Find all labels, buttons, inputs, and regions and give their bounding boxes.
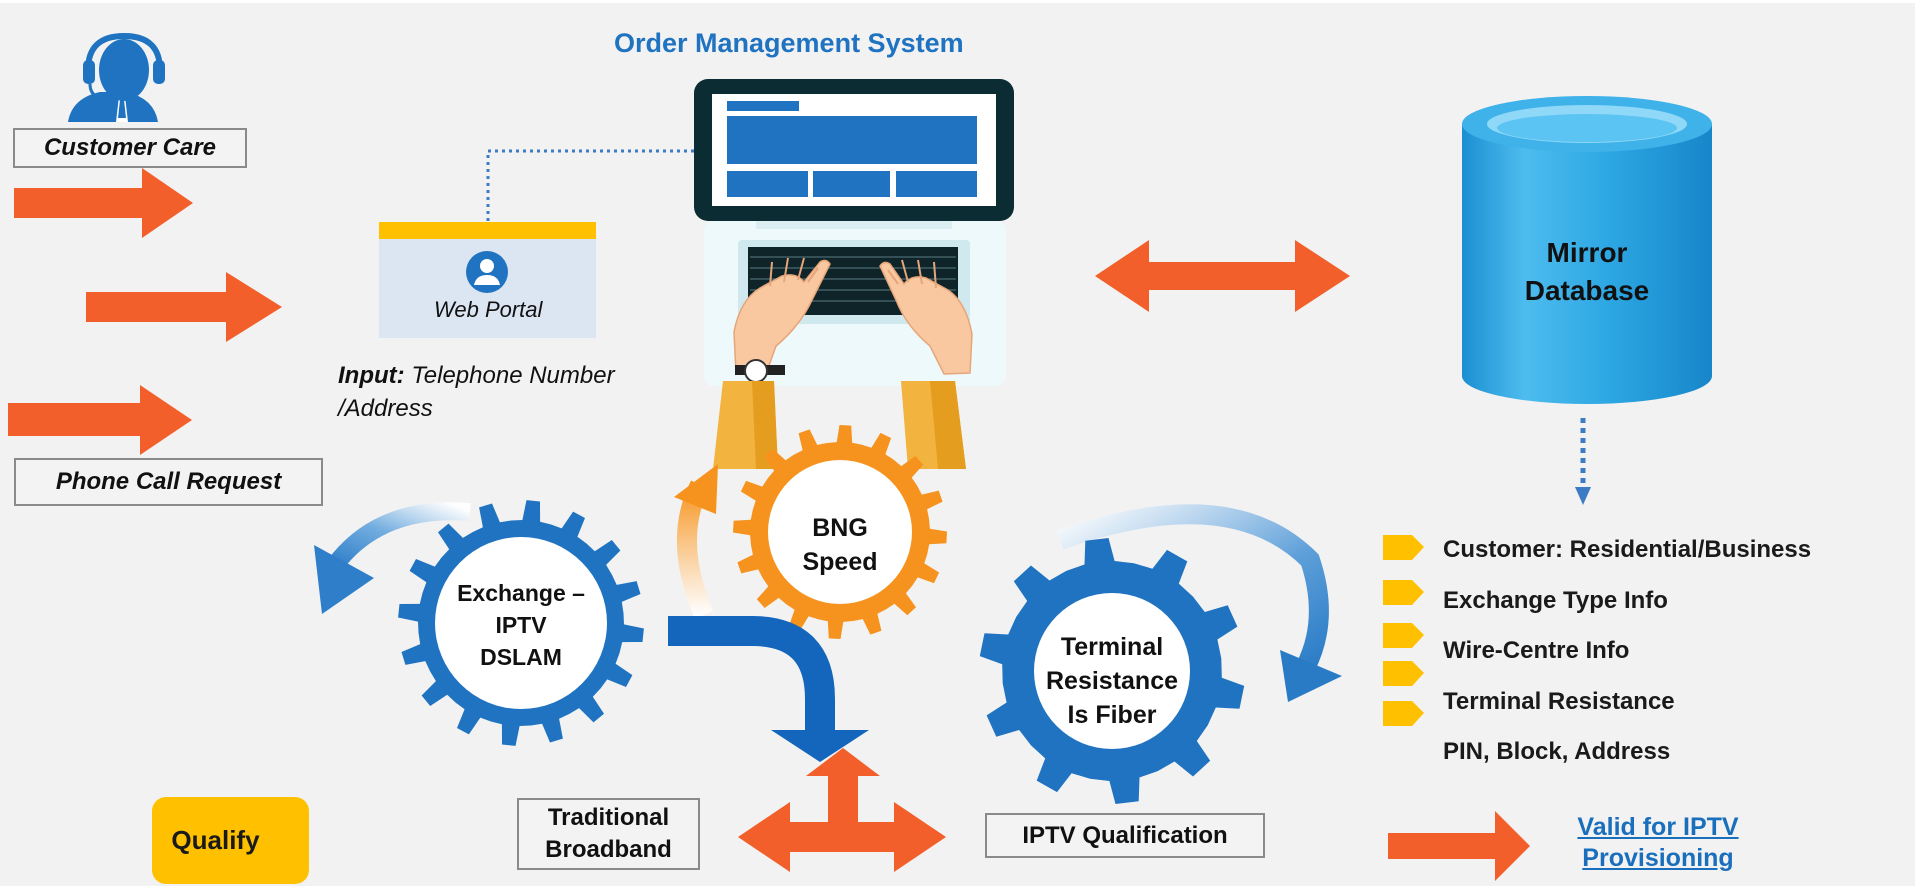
input-text-line1: Telephone Number [411, 362, 615, 389]
split-arrow-icon [738, 748, 946, 872]
curved-arrowhead-terminal [1280, 650, 1342, 702]
terminal-line2: Resistance [1045, 667, 1179, 695]
gear-hole [1034, 593, 1190, 749]
db-field-text: Customer: Residential/Business [1443, 536, 1812, 563]
database-label-line1: Mirror [1546, 237, 1628, 268]
gear-bng-icon [733, 425, 947, 639]
arrow-to-valid [1388, 811, 1530, 881]
arrow-web-portal [86, 272, 282, 342]
db-field-text: PIN, Block, Address [1443, 738, 1671, 765]
arrow-customer-care [14, 168, 193, 238]
gear-terminal-label: Terminal Resistance Is Fiber [1032, 630, 1192, 732]
user-circle-icon [466, 251, 508, 293]
pentagon-bullet-icons [1383, 535, 1424, 726]
curved-arrow-icon [327, 502, 471, 571]
curved-arrowhead-orange [674, 464, 718, 514]
iptv-qualification-box: IPTV Qualification [985, 813, 1265, 858]
exchange-line3: DSLAM [480, 644, 562, 670]
dotted-arrowhead [1575, 487, 1591, 505]
gear-exchange-label: Exchange – IPTV DSLAM [441, 577, 601, 673]
terminal-line1: Terminal [1060, 633, 1164, 661]
terminal-line3: Is Fiber [1067, 701, 1157, 729]
customer-care-label: Customer Care [13, 128, 247, 168]
input-label: Input: [338, 362, 405, 389]
database-label-line2: Database [1524, 275, 1650, 306]
web-portal-label: Web Portal [434, 297, 543, 322]
diagram-title: Order Management System [614, 28, 964, 58]
traditional-line2: Broadband [545, 836, 672, 863]
elbow-arrow [668, 616, 835, 731]
elbow-arrowhead [771, 730, 869, 762]
input-text-line2: /Address [338, 395, 433, 422]
gear-terminal-icon [979, 538, 1245, 804]
db-field-text: Wire-Centre Info [1443, 637, 1630, 664]
bng-line1: BNG [812, 514, 868, 542]
headset-user-icon [68, 32, 165, 122]
exchange-line1: Exchange – [457, 580, 585, 606]
bng-line2: Speed [802, 548, 878, 576]
curved-arrow-terminal [1056, 504, 1329, 673]
gear-hole [435, 537, 607, 709]
traditional-broadband-box: Traditional Broadband [517, 798, 700, 870]
valid-line2[interactable]: Provisioning [1582, 844, 1734, 872]
db-field-text: Exchange Type Info [1443, 587, 1668, 614]
gear-hole [768, 460, 912, 604]
input-description: Input: Telephone Number /Address [338, 359, 615, 425]
arrow-phone-call [8, 385, 192, 455]
db-field-2: Exchange Type Info [1443, 587, 1668, 615]
valid-for-iptv-link[interactable]: Valid for IPTV Provisioning [1546, 812, 1770, 874]
double-arrow-laptop-database [1095, 240, 1350, 312]
phone-call-request-label: Phone Call Request [14, 458, 323, 506]
qualify-label: Qualify [171, 825, 260, 855]
qualify-box [152, 797, 309, 884]
valid-line1[interactable]: Valid for IPTV [1577, 813, 1739, 841]
db-field-4: Terminal Resistance [1443, 688, 1675, 716]
gear-bng-label: BNG Speed [780, 511, 900, 579]
connector-dotted [486, 149, 702, 221]
db-field-text: Terminal Resistance [1443, 688, 1675, 715]
cylinder-database-icon [1462, 96, 1712, 404]
database-label: Mirror Database [1487, 234, 1687, 310]
db-field-3: Wire-Centre Info [1443, 637, 1629, 665]
gear-exchange-icon [398, 500, 644, 746]
curved-arrowhead [314, 545, 374, 614]
traditional-line1: Traditional [547, 804, 670, 831]
db-field-1: Customer: Residential/Business [1443, 536, 1811, 564]
exchange-line2: IPTV [495, 612, 547, 638]
db-field-5: PIN, Block, Address [1443, 738, 1670, 766]
laptop-typing-icon [694, 79, 1014, 469]
